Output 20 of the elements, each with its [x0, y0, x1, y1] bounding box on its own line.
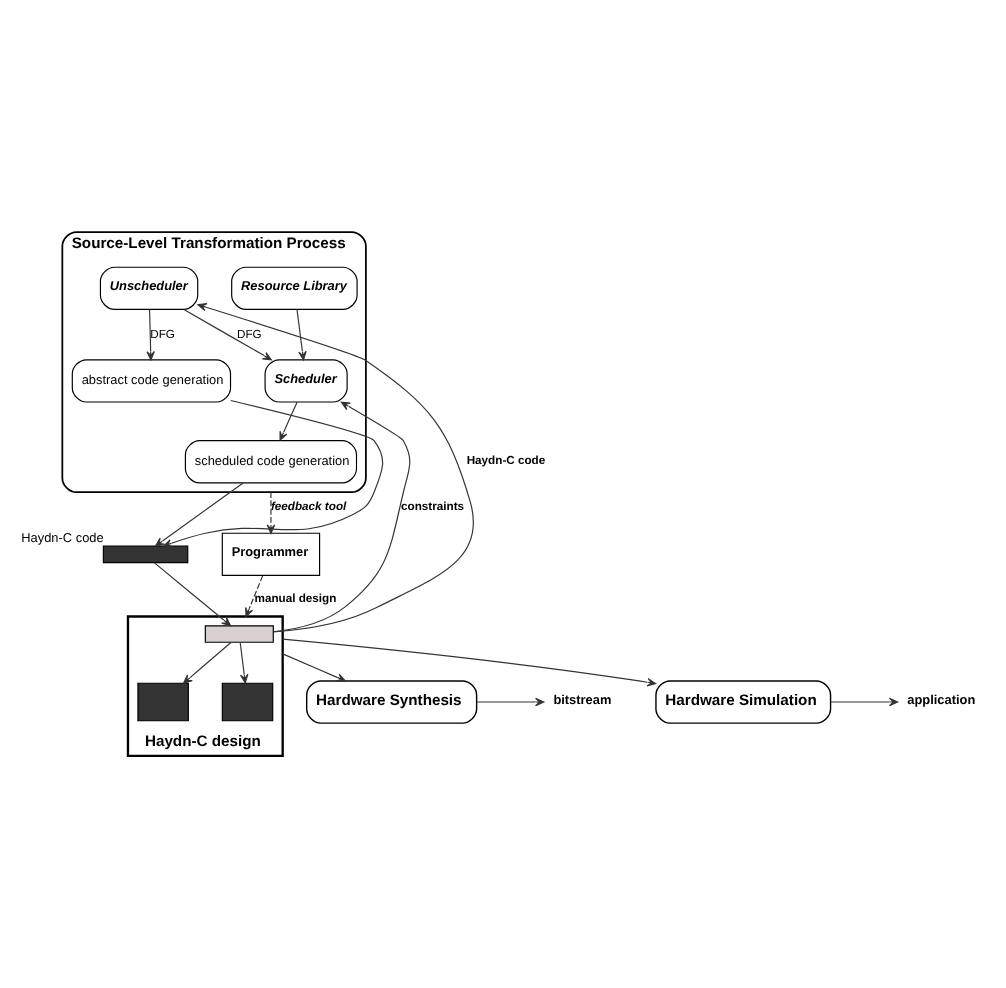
- arrow: [183, 308, 272, 361]
- arrow: [146, 308, 155, 361]
- arrow: [239, 642, 249, 684]
- arrow: [279, 401, 298, 441]
- arrow: [476, 697, 545, 707]
- node-box: [137, 682, 189, 722]
- arrow: [245, 575, 264, 618]
- arrow: [830, 697, 899, 707]
- arrow: [282, 638, 657, 687]
- node-box: [204, 625, 274, 643]
- arrow: [272, 401, 411, 633]
- arrow: [296, 308, 307, 361]
- arrow: [163, 399, 384, 548]
- arrow: [282, 653, 346, 682]
- node-box: [221, 682, 274, 722]
- arrow: [197, 303, 474, 633]
- arrow: [183, 641, 232, 684]
- arrow: [153, 562, 231, 627]
- arrow: [155, 482, 244, 547]
- node-bar: [102, 545, 189, 564]
